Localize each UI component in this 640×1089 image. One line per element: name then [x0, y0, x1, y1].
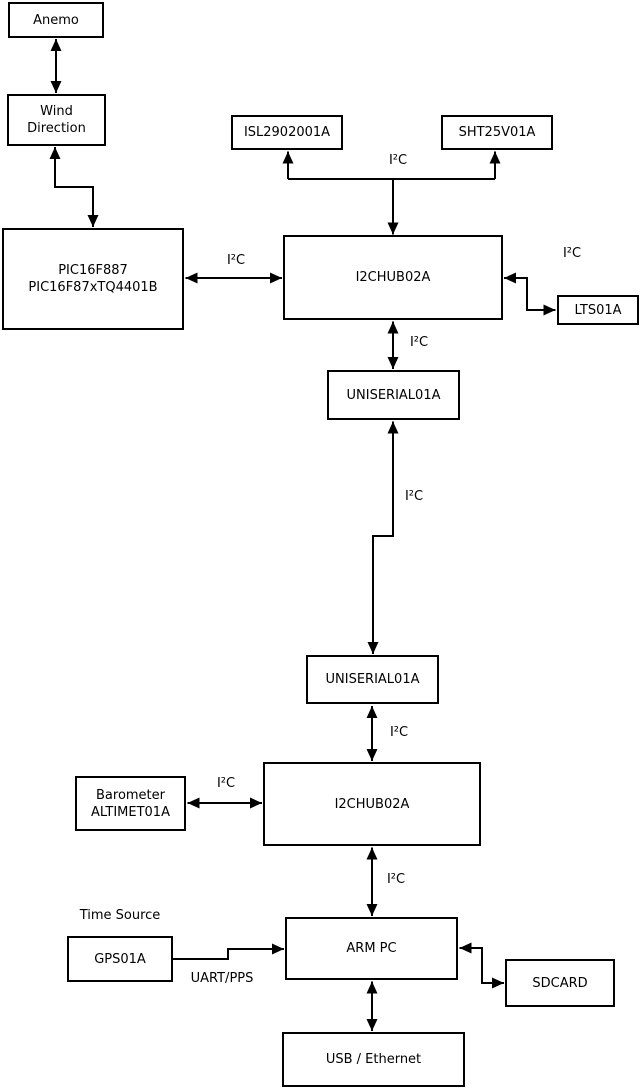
edge-label-i2c-barometer: I²C [216, 776, 236, 791]
node-wind-direction: Wind Direction [7, 94, 106, 146]
node-lts01a: LTS01A [557, 295, 639, 325]
node-wind-direction-line2: Direction [27, 121, 86, 136]
node-isl2902001a-label: ISL2902001A [243, 125, 331, 140]
node-gps01a-label: GPS01A [94, 951, 146, 967]
node-i2chub02a-bottom: I2CHUB02A [263, 762, 481, 846]
node-wind-direction-line1: Wind [40, 104, 73, 119]
connector-wind-pic [49, 147, 99, 227]
edge-label-i2c-uniserial-hub2: I²C [389, 725, 409, 740]
edge-label-i2c-sensor-bus: I²C [388, 153, 408, 168]
node-barometer-altimet01a: Barometer ALTIMET01A [75, 776, 186, 831]
node-barometer-line1: Barometer [96, 787, 165, 803]
node-sdcard: SDCARD [505, 959, 615, 1007]
node-i2chub02a-bottom-label: I2CHUB02A [334, 796, 410, 812]
node-usb-ethernet: USB / Ethernet [282, 1032, 465, 1087]
node-pic16f887-line1: PIC16F887 [58, 263, 128, 278]
edge-label-i2c-pic-hub: I²C [226, 253, 246, 268]
node-arm-pc: ARM PC [285, 917, 458, 980]
connector-i2chub-top-lts [504, 272, 556, 316]
node-pic16f887-line2: PIC16F87xTQ4401B [28, 280, 158, 295]
connector-armpc-sdcard [459, 942, 504, 989]
node-anemo-label: Anemo [33, 12, 79, 28]
node-sht25v01a-label: SHT25V01A [458, 125, 536, 140]
node-uniserial01a-lower-label: UNISERIAL01A [325, 672, 420, 687]
connector-gps-armpc [173, 943, 284, 960]
edge-label-i2c-hub2-armpc: I²C [386, 872, 406, 887]
node-gps01a: GPS01A [67, 936, 173, 982]
node-anemo: Anemo [8, 2, 104, 38]
edge-label-i2c-uniserial-link: I²C [404, 489, 424, 504]
node-uniserial01a-upper: UNISERIAL01A [327, 370, 460, 420]
node-isl2902001a: ISL2902001A [231, 115, 343, 150]
node-uniserial01a-upper-label: UNISERIAL01A [346, 387, 441, 403]
edge-label-uart-pps: UART/PPS [190, 971, 254, 986]
node-arm-pc-label: ARM PC [346, 941, 397, 956]
node-i2chub02a-top-label: I2CHUB02A [355, 270, 431, 285]
label-time-source: Time Source [79, 908, 161, 923]
node-barometer-line2: ALTIMET01A [91, 804, 170, 820]
node-lts01a-label: LTS01A [574, 302, 622, 318]
edge-label-i2c-lts: I²C [562, 246, 582, 261]
node-usb-ethernet-label: USB / Ethernet [325, 1052, 422, 1067]
node-i2chub02a-top: I2CHUB02A [283, 235, 503, 320]
node-sht25v01a: SHT25V01A [441, 115, 553, 150]
node-uniserial01a-lower: UNISERIAL01A [306, 655, 439, 704]
node-sdcard-label: SDCARD [532, 975, 588, 991]
connector-uniserial-upper-lower [367, 421, 399, 654]
node-pic16f887: PIC16F887 PIC16F87xTQ4401B [2, 228, 184, 330]
edge-label-i2c-hub-uniserial: I²C [409, 335, 429, 350]
